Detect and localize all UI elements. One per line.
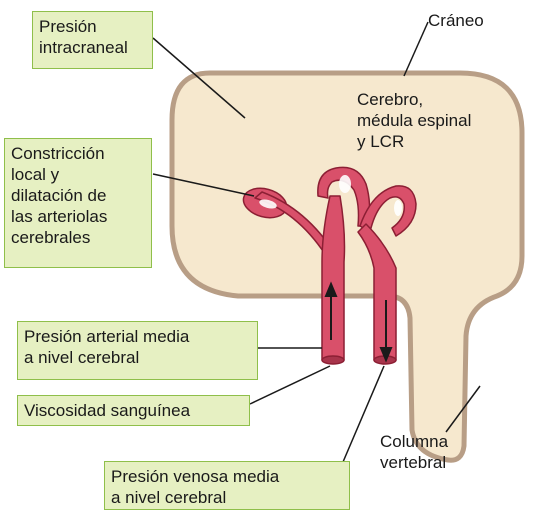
skull-label: Cráneo [428,10,484,31]
intracranial-pressure-label: Presión intracraneal [32,11,153,69]
leader-skull [404,22,428,76]
leader-blood-viscosity [250,366,330,404]
mean-venous-pressure-label: Presión venosa media a nivel cerebral [104,461,350,510]
brain-contents-label: Cerebro, médula espinal y LCR [357,89,471,152]
local-constriction-label: Constricción local y dilatación de las a… [4,138,152,268]
artery-trunk [322,196,345,360]
spinal-column-label: Columna vertebral [380,431,448,473]
right-loop-lumen [394,200,402,216]
leader-mean-venous-pressure [340,366,384,469]
artery-cut-end [322,356,344,364]
upper-loop-lumen [339,175,351,193]
blood-viscosity-label: Viscosidad sanguínea [17,395,250,426]
mean-arterial-pressure-label: Presión arterial media a nivel cerebral [17,321,258,380]
